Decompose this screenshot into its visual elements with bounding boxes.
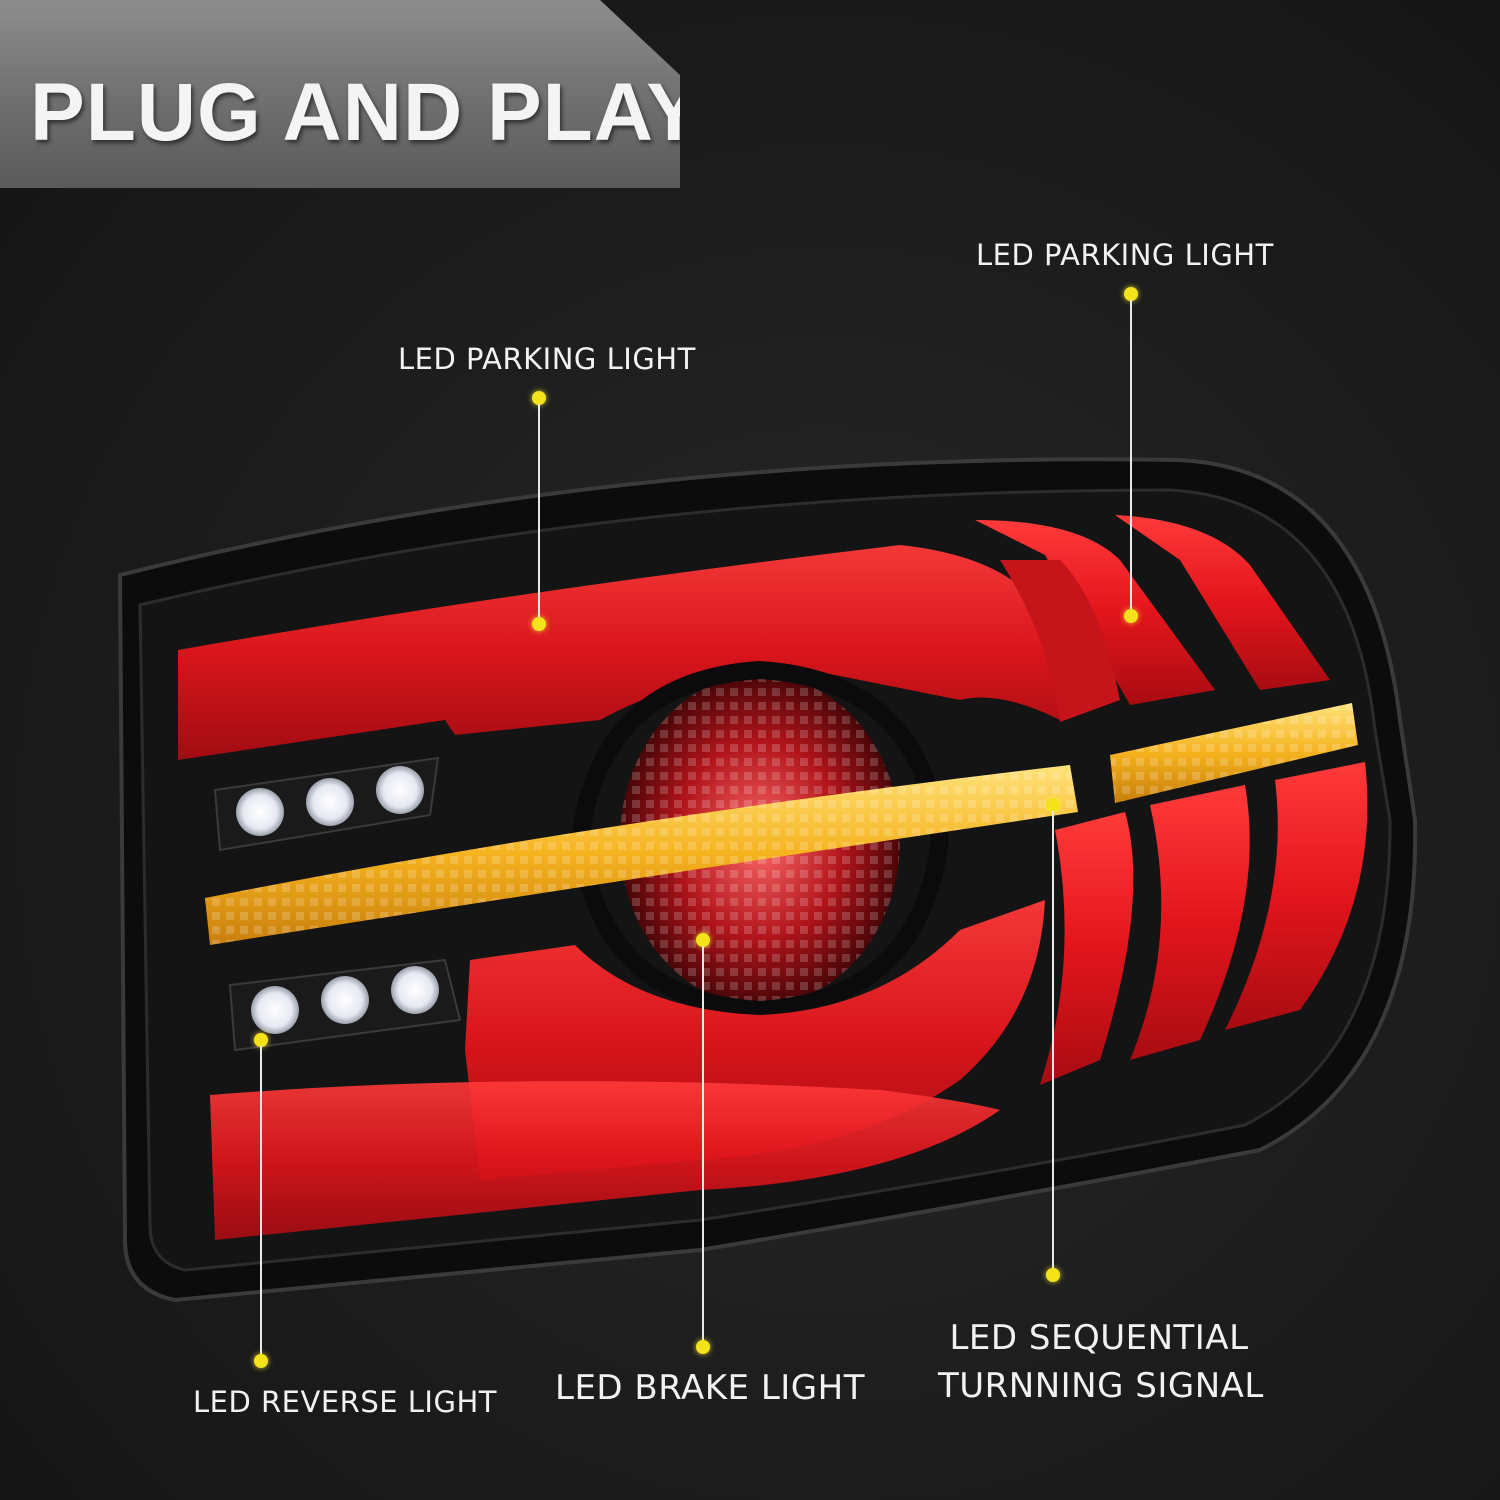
callout-dot <box>1046 798 1060 812</box>
label-parking-light-right: LED PARKING LIGHT <box>976 238 1274 272</box>
callout-dot <box>696 933 710 947</box>
label-turn-signal-line2: TURNNING SIGNAL <box>938 1366 1264 1406</box>
callout-dot <box>532 617 546 631</box>
callout-dot <box>1124 287 1138 301</box>
callout-dot <box>532 391 546 405</box>
parking-light-right-2 <box>1115 515 1330 690</box>
callout-line <box>260 1046 262 1356</box>
reverse-led <box>306 778 354 826</box>
label-parking-light-left: LED PARKING LIGHT <box>398 342 696 376</box>
callout-line <box>1052 811 1054 1269</box>
lower-red-fin-2 <box>1130 785 1250 1060</box>
callout-line <box>702 946 704 1341</box>
reverse-led <box>251 986 299 1034</box>
banner-title: PLUG AND PLAY <box>30 67 703 158</box>
label-brake-light: LED BRAKE LIGHT <box>555 1368 865 1408</box>
reverse-led <box>376 766 424 814</box>
callout-dot <box>254 1354 268 1368</box>
parking-light-right-3 <box>1000 560 1120 722</box>
callout-dot <box>1124 609 1138 623</box>
label-turn-signal-line1: LED SEQUENTIAL <box>949 1318 1249 1358</box>
callout-dot <box>254 1033 268 1047</box>
parking-light-right-1 <box>975 520 1215 705</box>
callout-dot <box>1046 1268 1060 1282</box>
lower-red-bar-bottom <box>210 1081 1000 1240</box>
callout-line <box>1130 300 1132 612</box>
callout-line <box>538 404 540 622</box>
reverse-led <box>391 966 439 1014</box>
callout-dot <box>696 1340 710 1354</box>
reverse-led <box>236 788 284 836</box>
reverse-led <box>321 976 369 1024</box>
banner: PLUG AND PLAY <box>0 0 680 188</box>
lower-red-fin-1 <box>1040 812 1134 1085</box>
label-reverse-light: LED REVERSE LIGHT <box>193 1385 497 1419</box>
parking-light-left <box>178 545 1060 760</box>
lower-red-fin-3 <box>1225 762 1368 1030</box>
